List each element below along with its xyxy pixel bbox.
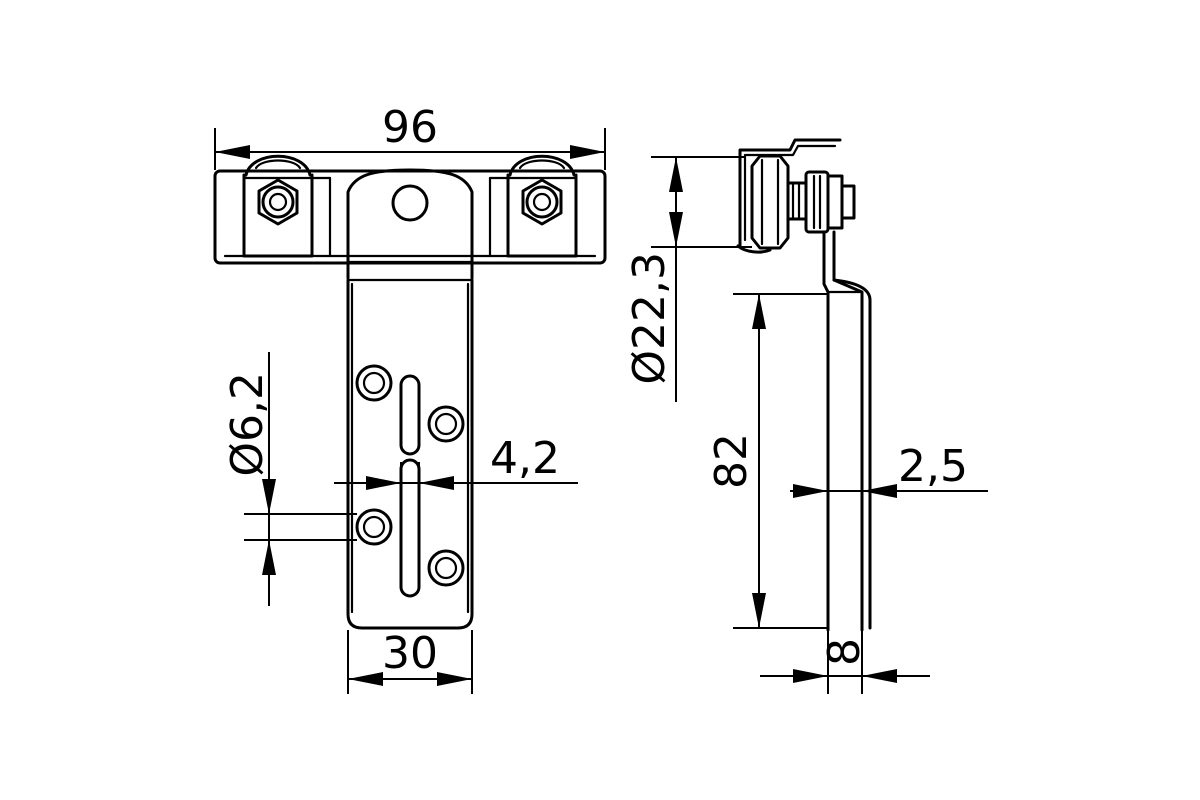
lower-slot	[399, 458, 421, 598]
dimension-hole-6-2-label: Ø6,2	[222, 372, 273, 477]
side-view: Ø22,3 82 2,5 8	[624, 138, 988, 694]
left-nut-icon	[257, 178, 299, 226]
front-view: 96 30 4,2 Ø6,2	[213, 102, 607, 694]
dimension-4-2: 4,2	[334, 433, 578, 494]
central-bracket-top	[346, 168, 474, 280]
vertical-strap	[346, 278, 474, 630]
right-nut-icon	[521, 178, 563, 226]
left-wheel-housing	[242, 154, 332, 258]
wheel-icon	[750, 154, 790, 250]
rivet-hole	[427, 405, 465, 443]
strap-side	[822, 230, 872, 632]
upper-slot	[399, 374, 421, 456]
rivet-hole	[427, 549, 465, 587]
right-wheel-housing	[488, 154, 578, 258]
dimension-96-label: 96	[382, 102, 438, 153]
dimension-wheel-22-3-label: Ø22,3	[624, 252, 675, 385]
dimension-4-2-label: 4,2	[490, 433, 560, 484]
dimension-wheel-22-3: Ø22,3	[624, 156, 752, 402]
dimension-30: 30	[347, 628, 473, 694]
rivet-hole	[355, 364, 393, 402]
dimension-82-label: 82	[706, 433, 757, 489]
dimension-30-label: 30	[382, 628, 438, 679]
bracket-hole	[391, 184, 429, 222]
dimension-2-5: 2,5	[790, 441, 988, 498]
dimension-82: 82	[706, 293, 828, 629]
dimension-96: 96	[214, 102, 606, 170]
dimension-2-5-label: 2,5	[898, 441, 968, 492]
axle-bolt	[786, 170, 856, 234]
rivet-hole	[355, 508, 393, 546]
dimension-8-label: 8	[819, 638, 870, 666]
dimension-hole-6-2: Ø6,2	[222, 352, 357, 606]
dimension-8: 8	[760, 630, 930, 694]
